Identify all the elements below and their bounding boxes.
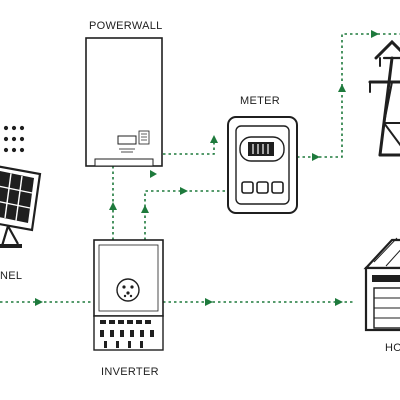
arrow-right-icon xyxy=(180,187,188,195)
energy-flow-lines xyxy=(0,33,400,303)
meter-button-icon xyxy=(241,181,254,194)
house-icon xyxy=(363,237,400,332)
meter-unit xyxy=(227,116,298,214)
arrow-right-icon xyxy=(371,30,379,38)
arrow-right-icon xyxy=(150,170,157,178)
battery-icon xyxy=(85,37,163,167)
arrow-right-icon xyxy=(35,298,43,306)
energy-flow-arrows xyxy=(35,30,379,306)
arrow-up-icon xyxy=(141,205,149,213)
meter-label: METER xyxy=(240,95,280,107)
inverter-label: INVERTER xyxy=(101,366,159,378)
arrow-right-icon xyxy=(312,153,320,161)
flow-meter-to-grid xyxy=(297,33,400,158)
arrow-right-icon xyxy=(205,298,213,306)
powerwall-unit xyxy=(85,37,163,167)
inverter-dial-icon xyxy=(116,278,140,302)
arrow-up-icon xyxy=(109,202,117,210)
meter-button-icon xyxy=(256,181,269,194)
arrow-up-icon xyxy=(210,135,218,143)
powerwall-label: POWERWALL xyxy=(89,20,163,32)
inverter-icon xyxy=(93,239,164,317)
solar-panel-label: NEL xyxy=(0,270,23,282)
power-tower-icon xyxy=(368,39,400,157)
flow-inverter-to-meter xyxy=(144,190,228,240)
arrow-up-icon xyxy=(338,84,346,92)
arrow-right-icon xyxy=(335,298,343,306)
meter-icon xyxy=(227,116,298,214)
house-label: HO xyxy=(385,342,400,354)
meter-button-icon xyxy=(271,181,284,194)
meter-display xyxy=(248,142,274,156)
solar-panel-icon xyxy=(0,125,42,248)
inverter-unit xyxy=(93,239,164,351)
